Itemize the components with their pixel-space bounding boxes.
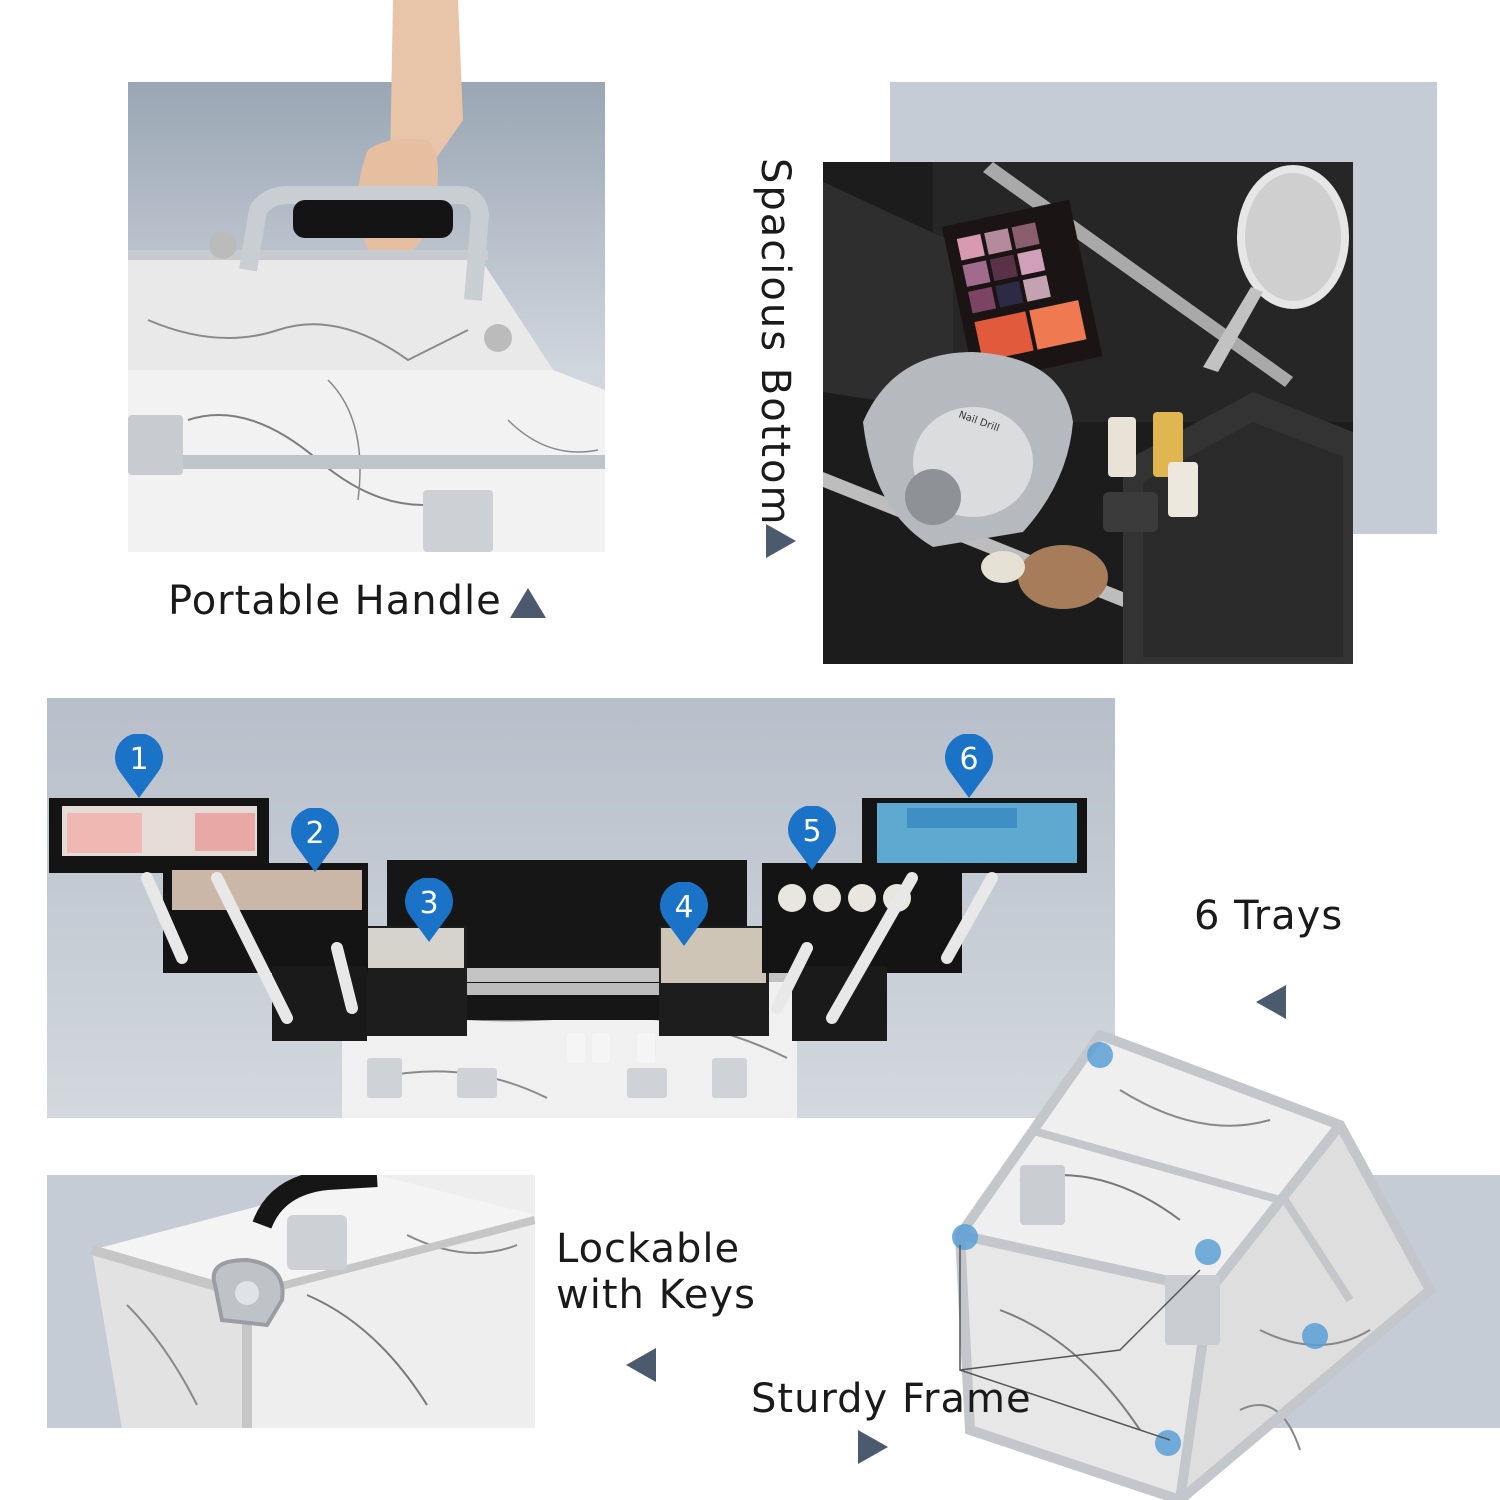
triangle-left-icon — [626, 1348, 656, 1382]
tray-marker-2: 2 — [290, 807, 340, 872]
triangle-left-icon — [1256, 985, 1286, 1019]
tray-marker-number: 3 — [419, 886, 439, 921]
handle-photo — [128, 0, 605, 552]
tray-marker-number: 6 — [959, 742, 979, 777]
map-pin-icon — [405, 877, 453, 942]
lockable-label-line2: with Keys — [556, 1272, 756, 1318]
six-trays-label: 6 Trays — [1194, 893, 1344, 939]
lockable-label-line1: Lockable — [556, 1226, 741, 1272]
lockable-photo — [90, 1175, 535, 1428]
spacious-bottom-photo: Nail Drill — [823, 162, 1353, 664]
map-pin-icon — [115, 733, 163, 798]
tray-marker-6: 6 — [944, 733, 994, 798]
sturdy-frame-photo — [952, 1030, 1437, 1500]
tray-marker-number: 5 — [802, 814, 822, 849]
tray-marker-number: 1 — [129, 742, 149, 777]
map-pin-icon — [291, 807, 339, 872]
map-pin-icon — [660, 881, 708, 946]
sturdy-frame-label: Sturdy Frame — [751, 1376, 1032, 1422]
portable-handle-label: Portable Handle — [168, 578, 502, 624]
triangle-right-icon — [858, 1430, 888, 1464]
tray-marker-number: 2 — [305, 816, 325, 851]
spacious-bottom-label: Spacious Bottom — [752, 158, 798, 527]
tray-marker-5: 5 — [787, 805, 837, 870]
tray-marker-3: 3 — [404, 877, 454, 942]
tray-marker-number: 4 — [674, 890, 694, 925]
map-pin-icon — [788, 805, 836, 870]
triangle-up-icon — [510, 588, 546, 618]
tray-marker-1: 1 — [114, 733, 164, 798]
tray-marker-4: 4 — [659, 881, 709, 946]
triangle-right-icon — [766, 524, 796, 558]
map-pin-icon — [945, 733, 993, 798]
trays-case-photo — [49, 798, 1087, 1118]
